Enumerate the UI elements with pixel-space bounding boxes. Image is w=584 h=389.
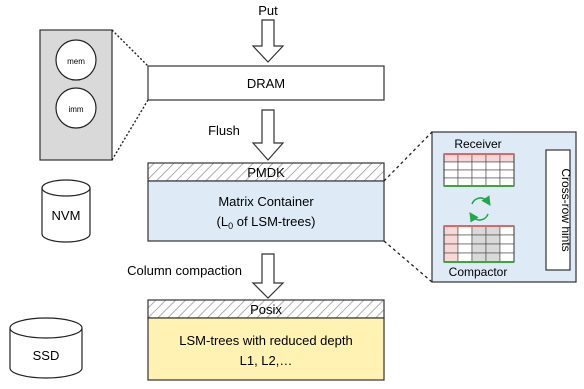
grid-cell bbox=[457, 169, 473, 179]
grid-cell bbox=[443, 252, 459, 263]
grid-cell bbox=[457, 243, 473, 254]
grid-cell bbox=[443, 243, 459, 254]
grid-cell bbox=[485, 153, 501, 163]
imm-node bbox=[55, 87, 97, 129]
pmdk-label: PMDK bbox=[247, 165, 285, 180]
detail-zoom-line-top bbox=[383, 131, 433, 182]
grid-cell bbox=[499, 161, 515, 171]
grid-cell bbox=[443, 169, 459, 179]
grid-cell bbox=[443, 177, 459, 187]
receiver-grid bbox=[443, 153, 515, 187]
grid-cell bbox=[443, 225, 459, 236]
dram-zoom-line-bottom bbox=[111, 99, 149, 161]
grid-cell bbox=[485, 225, 501, 236]
grid-cell bbox=[471, 177, 487, 187]
grid-cell bbox=[457, 153, 473, 163]
lsm-trees-title: LSM-trees with reduced depth bbox=[179, 333, 352, 348]
flush-label: Flush bbox=[208, 123, 240, 138]
grid-cell bbox=[443, 161, 459, 171]
cross-row-hints-box bbox=[545, 149, 571, 271]
dram-label: DRAM bbox=[247, 76, 285, 91]
put-label: Put bbox=[258, 3, 278, 18]
grid-cell bbox=[457, 252, 473, 263]
grid-cell bbox=[471, 169, 487, 179]
grid-cell bbox=[457, 161, 473, 171]
grid-cell bbox=[471, 243, 487, 254]
detail-zoom-line-bottom bbox=[383, 240, 433, 283]
grid-cell bbox=[499, 252, 515, 263]
lsm-trees-levels: L1, L2,… bbox=[240, 353, 293, 368]
grid-cell bbox=[485, 243, 501, 254]
grid-cell bbox=[471, 161, 487, 171]
mem-node bbox=[55, 39, 97, 81]
mem-label: mem bbox=[67, 57, 85, 66]
grid-cell bbox=[471, 225, 487, 236]
dram-zoom-line-top bbox=[111, 29, 149, 67]
grid-cell bbox=[499, 243, 515, 254]
receiver-label: Receiver bbox=[454, 137, 501, 151]
grid-cell bbox=[471, 234, 487, 245]
grid-cell bbox=[485, 177, 501, 187]
grid-cell bbox=[485, 169, 501, 179]
matrix-container-box bbox=[147, 180, 385, 242]
grid-cell bbox=[499, 225, 515, 236]
ssd-label: SSD bbox=[33, 348, 60, 363]
column-compaction-arrow bbox=[251, 253, 285, 299]
imm-label: imm bbox=[68, 105, 83, 114]
grid-cell bbox=[499, 153, 515, 163]
grid-cell bbox=[443, 234, 459, 245]
grid-cell bbox=[457, 225, 473, 236]
grid-cell bbox=[471, 252, 487, 263]
cross-row-hints-label: Cross-row hints bbox=[559, 168, 573, 251]
grid-cell bbox=[471, 153, 487, 163]
nvm-label: NVM bbox=[52, 208, 81, 223]
grid-cell bbox=[499, 177, 515, 187]
grid-cell bbox=[457, 234, 473, 245]
grid-cell bbox=[485, 161, 501, 171]
compactor-label: Compactor bbox=[449, 265, 508, 279]
posix-label: Posix bbox=[250, 302, 282, 317]
dram-box bbox=[147, 65, 385, 101]
grid-cell bbox=[499, 169, 515, 179]
grid-cell bbox=[499, 234, 515, 245]
compactor-grid bbox=[443, 225, 515, 263]
matrix-container-subtitle: (L0 of LSM-trees) bbox=[217, 214, 316, 231]
lsm-trees-box bbox=[147, 317, 385, 381]
ssd-cylinder: SSD bbox=[9, 317, 83, 379]
nvm-cylinder: NVM bbox=[41, 179, 91, 243]
grid-cell bbox=[443, 153, 459, 163]
put-arrow bbox=[251, 19, 285, 63]
memtable-panel: mem imm bbox=[39, 29, 113, 161]
column-compaction-label: Column compaction bbox=[127, 263, 242, 278]
flush-arrow bbox=[251, 109, 285, 161]
grid-cell bbox=[485, 234, 501, 245]
grid-cell bbox=[457, 177, 473, 187]
matrix-container-title: Matrix Container bbox=[218, 194, 314, 209]
grid-cell bbox=[485, 252, 501, 263]
cycle-arrows-icon bbox=[469, 195, 491, 223]
